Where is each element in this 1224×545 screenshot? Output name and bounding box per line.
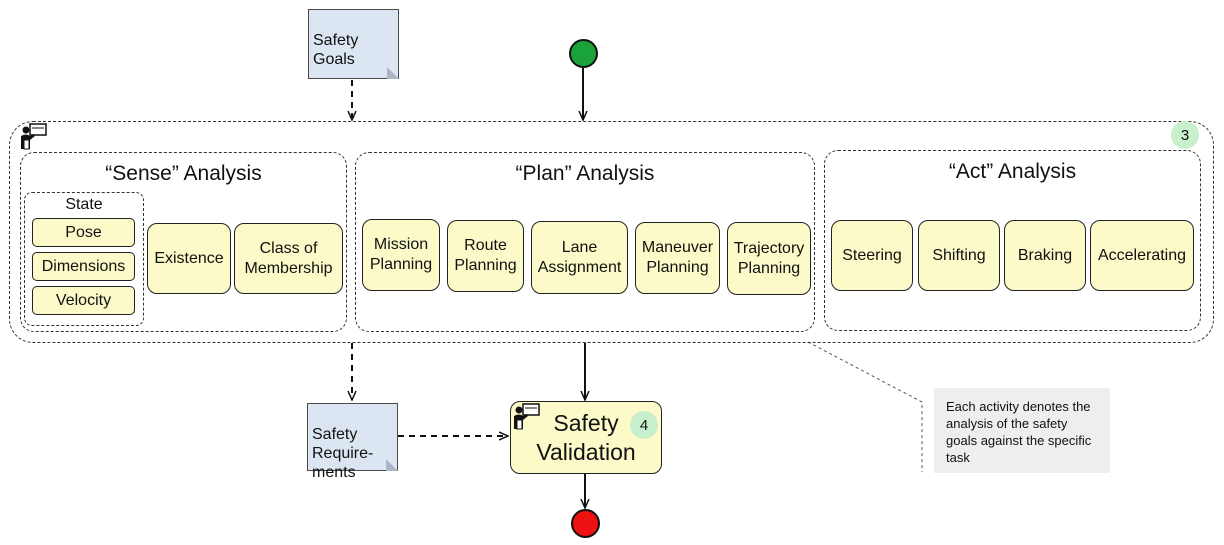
act-analysis-section (824, 150, 1201, 331)
safety-goals-document: Safety Goals (308, 9, 399, 79)
activity-lane-assignment[interactable]: Lane Assignment (531, 221, 628, 294)
activity-shifting[interactable]: Shifting (918, 220, 1000, 291)
state-item-velocity[interactable]: Velocity (32, 286, 135, 315)
end-node (571, 509, 600, 538)
annotation-note-text: Each activity denotes the analysis of th… (946, 399, 1092, 465)
activity-trajectory-planning[interactable]: Trajectory Planning (727, 222, 811, 295)
safety-requirements-document: Safety Require- ments (307, 403, 398, 481)
analysis-container (9, 121, 1214, 343)
state-item-dimensions[interactable]: Dimensions (32, 252, 135, 281)
sense-analysis-section (20, 152, 347, 332)
safety-goals-label: Safety Goals (313, 32, 359, 68)
plan-analysis-section (355, 152, 815, 332)
validation-step-badge: 4 (630, 411, 658, 439)
container-step-badge: 3 (1171, 121, 1199, 149)
activity-existence[interactable]: Existence (147, 223, 231, 294)
act-analysis-title: “Act” Analysis (948, 160, 1077, 183)
page-fold-icon (386, 459, 398, 471)
state-group (24, 192, 144, 326)
activity-braking[interactable]: Braking (1004, 220, 1086, 291)
plan-analysis-title: “Plan” Analysis (515, 162, 655, 185)
page-fold-icon (387, 67, 399, 79)
safety-validation-label: Safety Validation (536, 410, 636, 465)
note-anchor-line (807, 341, 923, 472)
activity-worker-icon (21, 123, 47, 150)
annotation-note: Each activity denotes the analysis of th… (934, 388, 1110, 473)
safety-requirements-label: Safety Require- ments (312, 426, 374, 481)
activity-steering[interactable]: Steering (831, 220, 913, 291)
activity-mission-planning[interactable]: Mission Planning (362, 219, 440, 291)
activity-maneuver-planning[interactable]: Maneuver Planning (635, 222, 720, 294)
start-node (569, 39, 598, 68)
activity-accelerating[interactable]: Accelerating (1090, 220, 1194, 291)
state-label: State (65, 196, 103, 213)
activity-worker-icon (514, 403, 540, 430)
state-item-pose[interactable]: Pose (32, 218, 135, 247)
activity-class-of-membership[interactable]: Class of Membership (234, 223, 343, 294)
activity-route-planning[interactable]: Route Planning (447, 220, 524, 292)
sense-analysis-title: “Sense” Analysis (105, 162, 262, 185)
